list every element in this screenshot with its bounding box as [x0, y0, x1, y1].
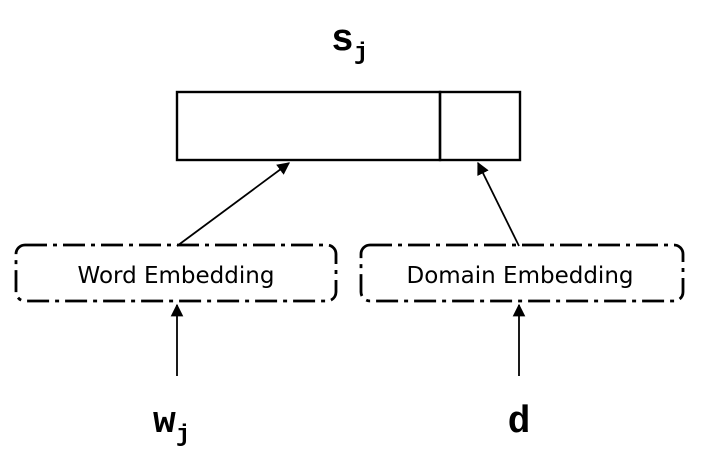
output-label: sj [331, 19, 368, 67]
word-embedding-box: Word Embedding [14, 243, 338, 303]
word-to-output-arrow [176, 162, 291, 247]
output-vector-word-part [175, 90, 442, 162]
output-vector [175, 90, 522, 162]
word-input-subscript: j [176, 422, 190, 449]
domain-to-output-arrow [477, 161, 520, 247]
domain-embedding-label: Domain Embedding [406, 263, 633, 289]
domain-embedding-box: Domain Embedding [359, 243, 685, 303]
word-input-label: wj [153, 401, 190, 449]
domain-embedding-border [359, 243, 685, 303]
domain-input-label: d [508, 401, 531, 444]
word-input-symbol: w [153, 401, 176, 444]
output-symbol: s [331, 19, 354, 62]
output-subscript: j [354, 40, 368, 67]
word-embedding-border [14, 243, 338, 303]
word-embedding-label: Word Embedding [78, 263, 275, 289]
output-vector-domain-part [438, 90, 522, 162]
